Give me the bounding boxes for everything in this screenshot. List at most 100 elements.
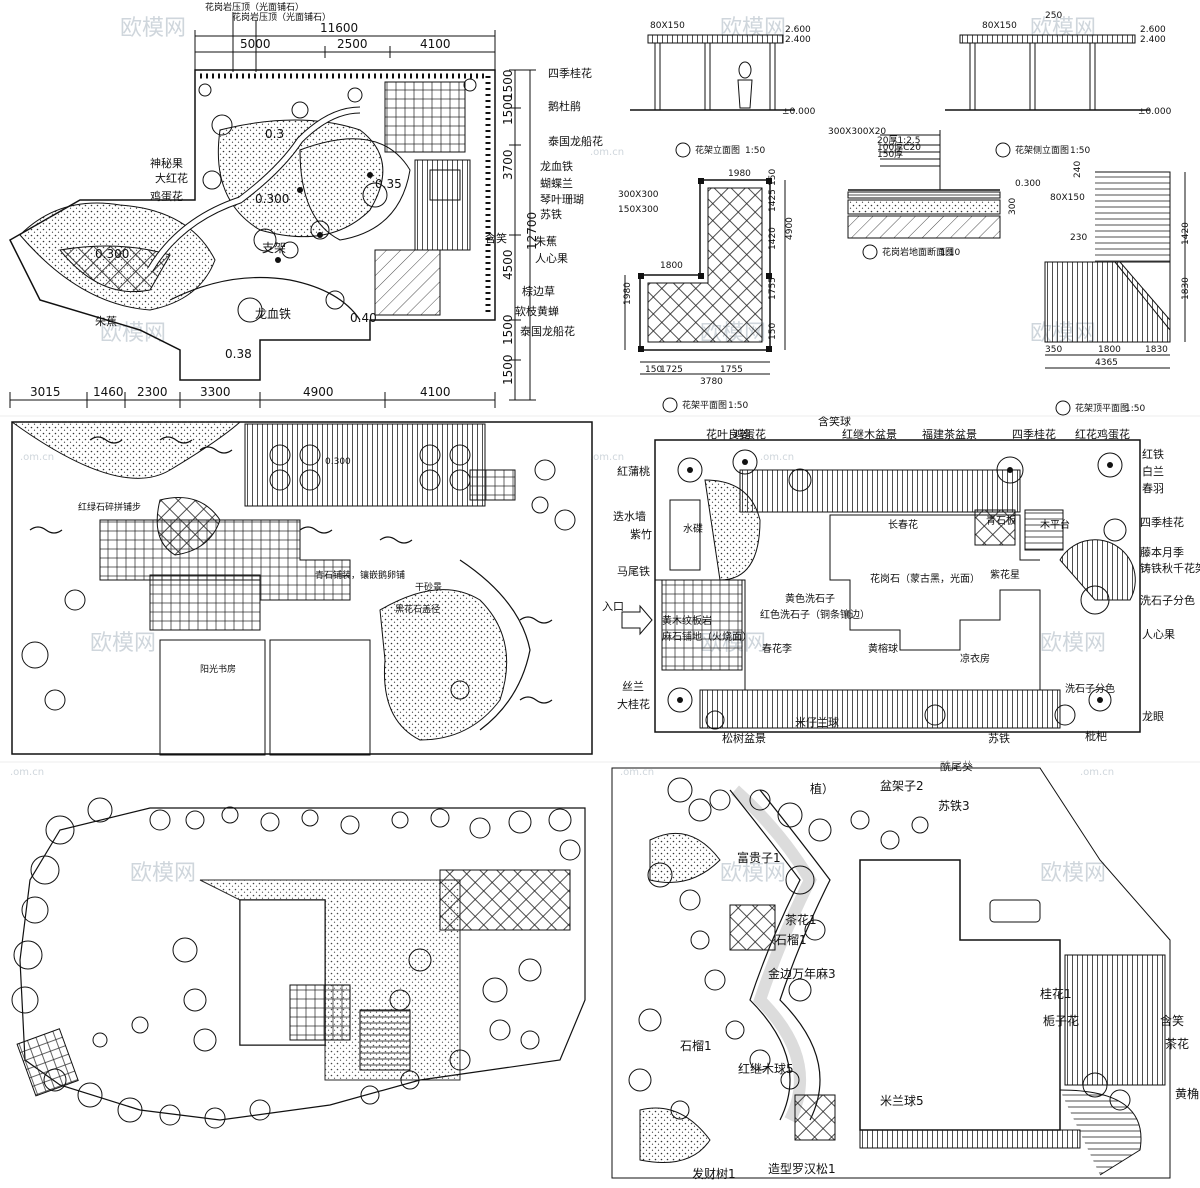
p6-label-2: 苏铁3 — [938, 799, 970, 813]
plant-label-right-8: 朱蕉 — [535, 235, 557, 248]
top-dim-6: 1800 — [1098, 345, 1121, 355]
inner-label-4: 0.35 — [375, 177, 402, 191]
entrance-label: 入口 — [602, 600, 624, 613]
p5-tree-37 — [520, 1030, 540, 1050]
elev2-dim: 80X150 — [982, 21, 1017, 31]
watermark-brand-8: 欧模网 — [1040, 631, 1106, 656]
dim-right-0: 1500 — [501, 69, 515, 100]
panel-5-site-plan — [11, 797, 586, 1129]
p5-tree-14 — [221, 806, 239, 824]
elev1-title: 花架立面图 — [695, 144, 740, 156]
watermark-domain-5: .om.cn — [620, 767, 654, 778]
top-scale: 1:50 — [1125, 404, 1145, 414]
p6-label-1: 盆架子2 — [880, 779, 924, 793]
p4-top-1: 鸡蛋花 — [733, 427, 766, 441]
plant-label-right-0: 四季桂花 — [548, 66, 592, 80]
p6-tree-14 — [628, 1068, 652, 1092]
p6-label-8: 红继木球5 — [738, 1061, 794, 1076]
p6-label-4: 茶花1 — [785, 912, 817, 927]
watermark-brand-6: 欧模网 — [90, 631, 156, 656]
inner-label-6: 0.38 — [225, 347, 252, 361]
p6-tree-0 — [667, 777, 693, 803]
p6-tree-23 — [911, 816, 929, 834]
section-note-1: 20厚1:2.5 — [877, 135, 921, 146]
p5-tree-24 — [482, 977, 508, 1003]
p5-tree-36 — [389, 989, 411, 1011]
p4-top-0: 花叶良姜 — [706, 427, 750, 441]
p6-tree-22 — [880, 830, 900, 850]
dim-bottom-0: 3015 — [30, 385, 61, 399]
plan-note-1: 300X300 — [618, 190, 659, 200]
p4-inner-7: 红色洗石子（铜条镶边） — [760, 608, 870, 621]
top-dim-4: 1830 — [1181, 277, 1191, 300]
p4-right-0: 红铁 — [1142, 448, 1164, 461]
plan-scale: 1:50 — [728, 401, 748, 411]
dim-bottom-2: 2300 — [137, 385, 168, 399]
p5-tree-33 — [131, 1016, 149, 1034]
p4-inner-1: 长春花 — [888, 518, 918, 531]
inner-label-5: 0.40 — [350, 311, 377, 325]
p4-right-4: 藤本月季 — [1140, 545, 1184, 559]
inner-label-3: 0.300 — [255, 192, 289, 206]
elev1-level-2: 2.400 — [785, 35, 811, 45]
dim-bottom-3: 3300 — [200, 385, 231, 399]
p4-left-4: 丝兰 — [622, 680, 644, 693]
plant-label-left-1: 大红花 — [155, 171, 188, 185]
panel-6-labels: 植）盆架子2苏铁3富贵子1茶花1石榴1金边万年麻3石榴1红继木球5米兰球5发财树… — [680, 779, 1199, 1181]
p6-tree-11 — [749, 1049, 771, 1071]
inner-label-7: 0.300 — [95, 247, 129, 261]
panel-1-top-note-1: 花岗岩压顶（光面铺石） — [205, 1, 304, 13]
p3-label-2: 阳光书房 — [200, 663, 236, 675]
plan-dim-4: 4900 — [785, 217, 795, 240]
plant-label-right-5: 琴叶珊瑚 — [540, 193, 584, 206]
p4-left-2: 紫竹 — [630, 527, 652, 541]
p6-tree-3 — [749, 789, 771, 811]
p5-tree-7 — [77, 1082, 103, 1108]
p5-tree-22 — [548, 808, 572, 832]
plant-label-left-0: 神秘果 — [150, 156, 183, 170]
p5-tree-21 — [508, 810, 532, 834]
top-dim-8: 4365 — [1095, 358, 1118, 368]
elev2-scale: 1:50 — [1070, 146, 1090, 156]
p6-tree-12 — [780, 1070, 800, 1090]
panel-1-plant-labels-right: 四季桂花鹅杜鹃泰国龙船花龙血铁蝴蝶兰琴叶珊瑚苏铁含笑朱蕉人心果棕边草软枝黄蝉泰国… — [485, 66, 603, 338]
top-dim-7: 1830 — [1145, 345, 1168, 355]
top-dim-0: 240 — [1073, 161, 1083, 178]
elev2-top: 250 — [1045, 11, 1062, 21]
p5-tree-5 — [11, 986, 39, 1014]
elev1-level-1: 2.600 — [785, 25, 811, 35]
plant-label-right-12: 泰国龙船花 — [520, 324, 575, 338]
p4-right-5: 铸铁秋千花架 — [1140, 561, 1200, 575]
elev1-level-3: ±0.000 — [782, 107, 816, 117]
watermark-domain-6: .om.cn — [1080, 767, 1114, 778]
p6-label-14: 含笑 — [1160, 1013, 1184, 1028]
panel-6-tree-symbols — [628, 777, 1131, 1120]
section-note-0: 300X300X20 — [828, 127, 886, 137]
p5-tree-13 — [185, 810, 205, 830]
p6-tree-6 — [647, 862, 673, 888]
p5-tree-3 — [21, 896, 49, 924]
p6-label-6: 金边万年麻3 — [768, 966, 836, 981]
p6-label-13: 栀子花 — [1043, 1013, 1079, 1028]
p5-tree-29 — [360, 1085, 380, 1105]
plan-dim-6: 150 — [768, 323, 778, 340]
top-dim-3: 1420 — [1181, 222, 1191, 245]
plan-dim-3: 1420 — [768, 227, 778, 250]
panel-5-tree-symbols — [11, 797, 581, 1129]
p5-tree-19 — [430, 808, 450, 828]
p6-tree-4 — [777, 802, 803, 828]
top-dim-1: 80X150 — [1050, 193, 1085, 203]
p4-inner-9: 麻石铺地（火烧面） — [662, 630, 752, 643]
p6-tree-1 — [688, 798, 712, 822]
p6-tree-21 — [850, 810, 870, 830]
plant-label-right-11: 软枝黄蝉 — [515, 304, 559, 318]
p5-tree-28 — [400, 1070, 420, 1090]
p4-bottom-0: 松树盆景 — [722, 731, 766, 745]
p5-tree-17 — [340, 815, 360, 835]
p6-tree-20 — [1109, 1089, 1131, 1111]
plant-label-right-7: 含笑 — [485, 231, 507, 245]
p6-tree-15 — [670, 1100, 690, 1120]
watermark-domain-0: .om.cn — [590, 147, 624, 158]
